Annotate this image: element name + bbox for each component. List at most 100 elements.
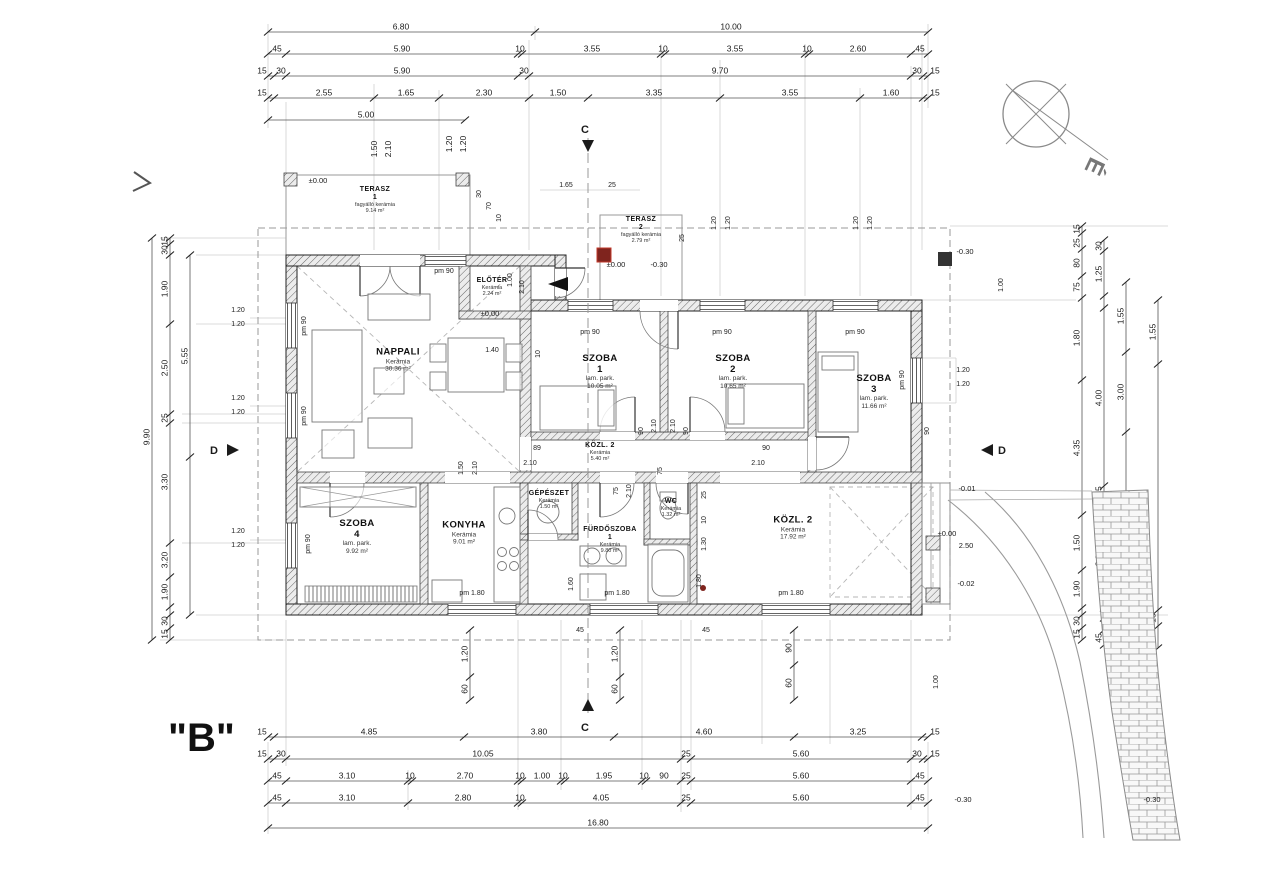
dimension-chain-vertical: 5.55 — [180, 251, 195, 619]
dimension-label: 30 — [476, 190, 483, 198]
dimension-label: 10 — [802, 44, 812, 54]
dimension-label: 1.00 — [534, 771, 551, 781]
dimension-chain-vertical: 9.90 — [142, 234, 157, 644]
dimension-label: 90 — [659, 771, 669, 781]
dimension-label: 30 — [1094, 241, 1104, 251]
dimension-label: 3.35 — [646, 88, 663, 98]
dimension-label: 1.50 — [1072, 534, 1082, 551]
dimension-label: 30 — [276, 749, 286, 759]
dimension-label: 5.60 — [793, 793, 810, 803]
dimension-label: 1.50 — [550, 88, 567, 98]
dimension-label: 60 — [784, 678, 794, 688]
dimension-chain-horizontal: 5.00 — [263, 110, 470, 124]
dimension-label: 1.65 — [398, 88, 415, 98]
dimension-label: 10 — [515, 771, 525, 781]
dimension-label: 1.20 — [610, 645, 620, 662]
dimension-label: 15 — [257, 66, 267, 76]
dimension-label: 2.10 — [751, 460, 765, 467]
section-c-arrow-bottom — [582, 699, 594, 711]
dimension-label: 1.20 — [711, 216, 718, 230]
dimension-label: 25 — [1072, 238, 1082, 248]
dimension-label: 1.20 — [725, 216, 732, 230]
dimension-label: 30 — [912, 749, 922, 759]
dimension-label: 10 — [405, 771, 415, 781]
dimension-label: 1.80 — [1072, 329, 1082, 346]
dimension-label: 1.20 — [956, 381, 970, 388]
dimension-label: 10.00 — [720, 22, 742, 32]
corner-column — [938, 252, 952, 266]
sill-height-label: pm 90 — [580, 329, 600, 336]
elevation-label: -0.30 — [954, 795, 971, 804]
dimension-label: 1.20 — [231, 528, 245, 535]
dimension-label: 1.90 — [1072, 580, 1082, 597]
dimension-label: 2.10 — [472, 461, 479, 475]
dimension-label: 1.95 — [596, 771, 613, 781]
dimension-label: 45 — [272, 771, 282, 781]
sill-height-label: pm 1.80 — [604, 590, 629, 597]
dimension-label: 5.90 — [394, 44, 411, 54]
dimension-label: 45 — [702, 627, 710, 634]
dimension-label: 1.20 — [231, 307, 245, 314]
dimension-label: 1.00 — [933, 675, 940, 689]
dimension-label: 10 — [496, 214, 503, 222]
dimension-label: 25 — [160, 413, 170, 423]
red-marker-dot — [700, 585, 706, 591]
dimension-label: 3.20 — [160, 551, 170, 568]
dimension-label: 25 — [1094, 486, 1104, 496]
dimension-label: 3.55 — [584, 44, 601, 54]
dimension-label: 2.10 — [626, 484, 633, 498]
elevation-label: -0.30 — [956, 247, 973, 256]
dimension-label: 30 — [912, 66, 922, 76]
dimension-label: 1.25 — [1094, 265, 1104, 282]
dimension-label: 45 — [915, 44, 925, 54]
dimension-label: 9.70 — [712, 66, 729, 76]
dimension-label: 2.55 — [316, 88, 333, 98]
dimension-label: 1.50 — [369, 140, 379, 157]
terrace-1-outline — [283, 172, 471, 256]
dimension-label: 15 — [160, 236, 170, 246]
dimension-label: 10 — [639, 771, 649, 781]
section-label: D — [998, 445, 1006, 457]
elevation-label: -0.30 — [650, 260, 667, 269]
dimension-label: 60 — [460, 684, 470, 694]
dimension-label: 3.25 — [850, 727, 867, 737]
dimension-label: 5.90 — [394, 66, 411, 76]
elevation-label: ±0.00 — [481, 309, 500, 318]
dimension-label: 90 — [924, 427, 931, 435]
dimension-label: 9.90 — [142, 428, 152, 445]
section-d-arrow-right — [981, 444, 993, 456]
dimension-label: 90 — [683, 427, 690, 435]
orientation-arrow — [132, 171, 153, 192]
dimension-label: 25 — [681, 749, 691, 759]
dimension-label: 2.10 — [523, 460, 537, 467]
dimension-label: 89 — [533, 445, 541, 452]
dimension-label: 3.55 — [782, 88, 799, 98]
site-path — [947, 489, 1181, 841]
section-label: D — [210, 445, 218, 457]
elevation-label: 2.50 — [959, 541, 974, 550]
dimension-label: 5.55 — [180, 347, 190, 364]
dimension-label: 45 — [915, 793, 925, 803]
dimension-label: 1.55 — [1148, 323, 1158, 340]
elevation-label: -0.01 — [958, 484, 975, 493]
sill-height-label: pm 90 — [305, 534, 312, 554]
elevation-label: ±0.00 — [938, 529, 957, 538]
dimension-label: 2.60 — [850, 44, 867, 54]
dimension-label: 1.50 — [458, 461, 465, 475]
dimension-label: 1.20 — [458, 135, 468, 152]
dimension-label: 2.70 — [457, 771, 474, 781]
dimension-label: 10 — [535, 350, 542, 358]
dimension-label: 15 — [930, 66, 940, 76]
dimension-label: 15 — [930, 88, 940, 98]
dimension-label: 25 — [681, 793, 691, 803]
dimension-label: 10 — [558, 771, 568, 781]
section-markers — [132, 138, 993, 713]
